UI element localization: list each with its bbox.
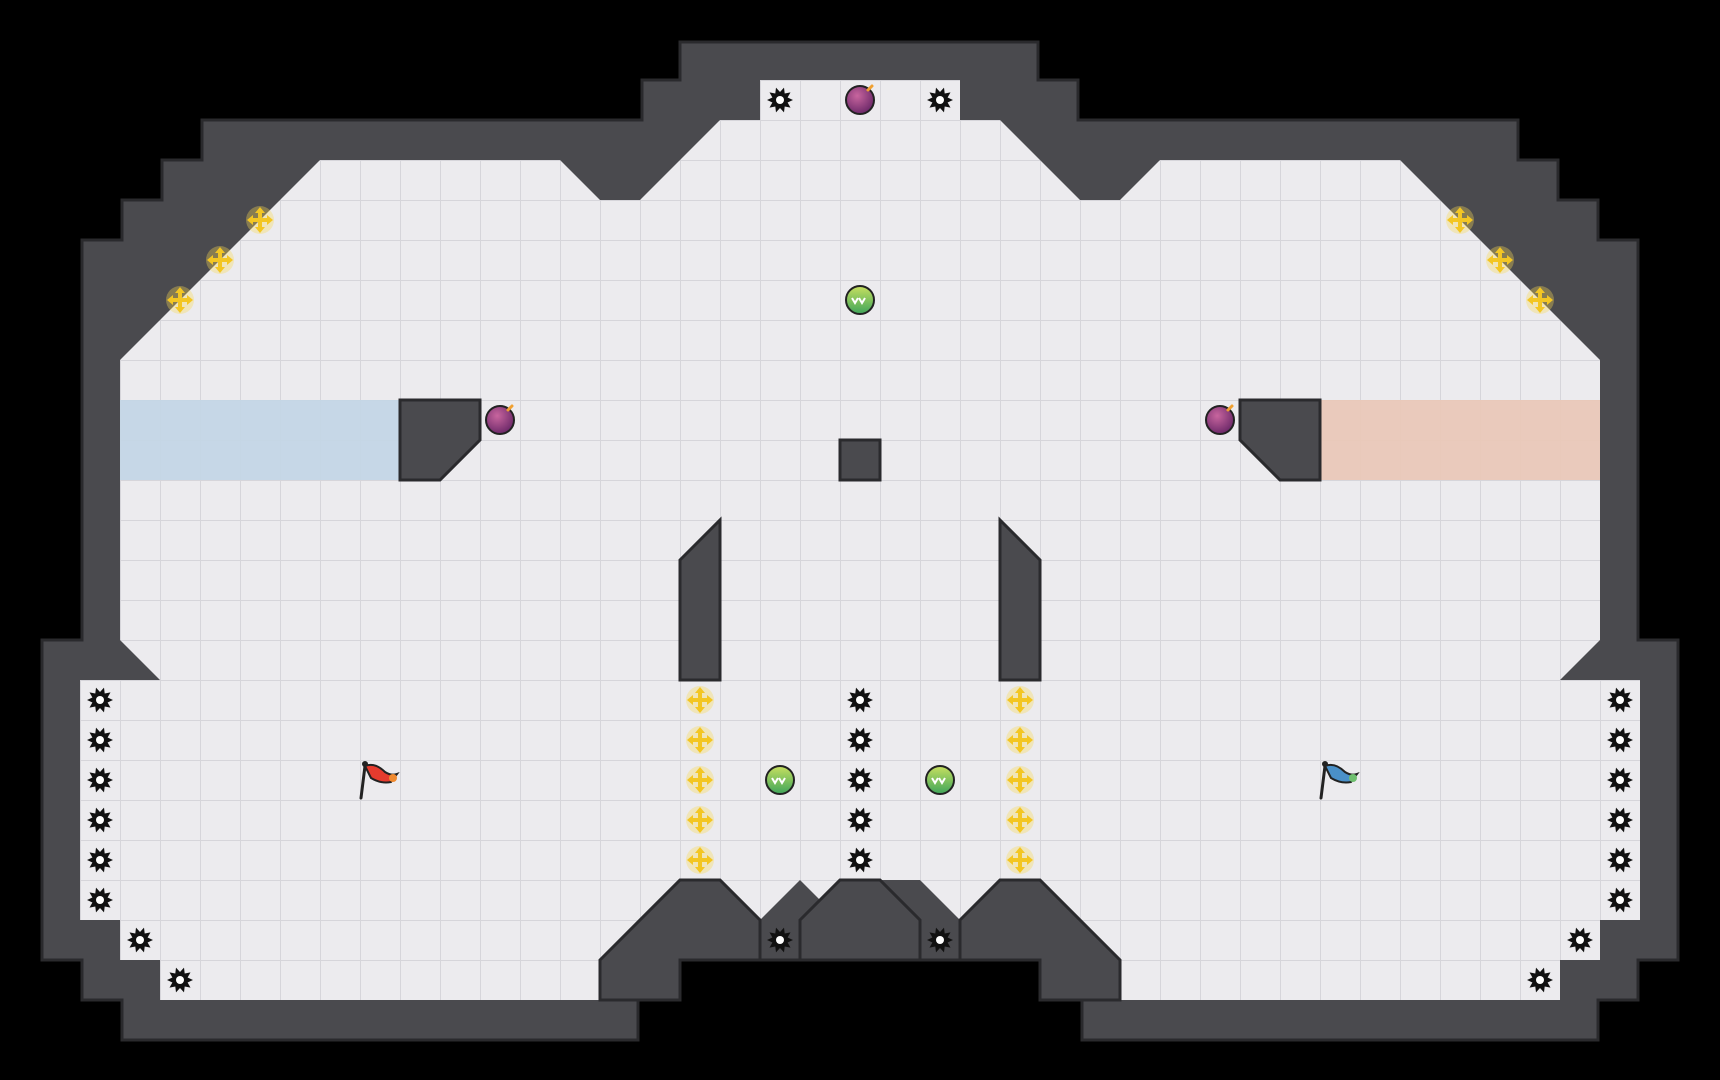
boost-icon bbox=[166, 286, 194, 314]
spike-icon bbox=[847, 767, 873, 793]
boost-icon bbox=[1526, 286, 1554, 314]
spike-icon bbox=[1607, 767, 1633, 793]
boost-icon bbox=[206, 246, 234, 274]
bomb-icon bbox=[845, 84, 875, 115]
arena-floor bbox=[80, 80, 1640, 1000]
spike-icon bbox=[1607, 807, 1633, 833]
spike-icon bbox=[87, 727, 113, 753]
boost-icon bbox=[686, 846, 714, 874]
blue-flag-icon bbox=[1319, 761, 1360, 800]
boost-icon bbox=[1006, 846, 1034, 874]
spike-icon bbox=[87, 767, 113, 793]
spike-icon bbox=[167, 967, 193, 993]
red-team-zone bbox=[1320, 400, 1600, 480]
spike-icon bbox=[1607, 887, 1633, 913]
powerup-icon bbox=[925, 765, 955, 795]
spike-icon bbox=[767, 87, 793, 113]
boost-icon bbox=[1006, 686, 1034, 714]
blue-team-zone bbox=[120, 400, 400, 480]
bottom-center-wall bbox=[798, 878, 922, 962]
spike-icon bbox=[87, 887, 113, 913]
boost-icon bbox=[686, 726, 714, 754]
bomb-icon bbox=[1205, 404, 1235, 435]
spike-icon bbox=[1607, 687, 1633, 713]
boost-icon bbox=[246, 206, 274, 234]
spike-icon bbox=[1607, 847, 1633, 873]
spike-icon bbox=[847, 807, 873, 833]
spike-icon bbox=[1567, 927, 1593, 953]
boost-icon bbox=[1006, 806, 1034, 834]
spike-icon bbox=[1527, 967, 1553, 993]
bottom-left-wall bbox=[598, 878, 762, 1002]
spike-icon bbox=[847, 727, 873, 753]
spike-icon bbox=[847, 847, 873, 873]
boost-icon bbox=[1446, 206, 1474, 234]
boost-icon bbox=[686, 686, 714, 714]
spike-icon bbox=[767, 927, 793, 953]
left-wall-block bbox=[398, 398, 482, 482]
spike-icon bbox=[1607, 727, 1633, 753]
boost-icon bbox=[1006, 726, 1034, 754]
boost-icon bbox=[686, 806, 714, 834]
right-wall-block bbox=[1238, 398, 1322, 482]
center-wall-block bbox=[838, 438, 882, 482]
spike-icon bbox=[847, 687, 873, 713]
powerup-icon bbox=[845, 285, 875, 315]
red-flag-icon bbox=[359, 761, 400, 800]
boost-icon bbox=[1486, 246, 1514, 274]
spike-icon bbox=[87, 687, 113, 713]
powerup-icon bbox=[765, 765, 795, 795]
bottom-right-wall bbox=[958, 878, 1122, 1002]
right-pillar bbox=[998, 516, 1042, 682]
spike-icon bbox=[927, 927, 953, 953]
left-pillar bbox=[678, 516, 722, 682]
boost-icon bbox=[686, 766, 714, 794]
spike-icon bbox=[927, 87, 953, 113]
bomb-icon bbox=[485, 404, 515, 435]
boost-icon bbox=[1006, 766, 1034, 794]
spike-icon bbox=[87, 847, 113, 873]
spike-icon bbox=[87, 807, 113, 833]
spike-icon bbox=[127, 927, 153, 953]
